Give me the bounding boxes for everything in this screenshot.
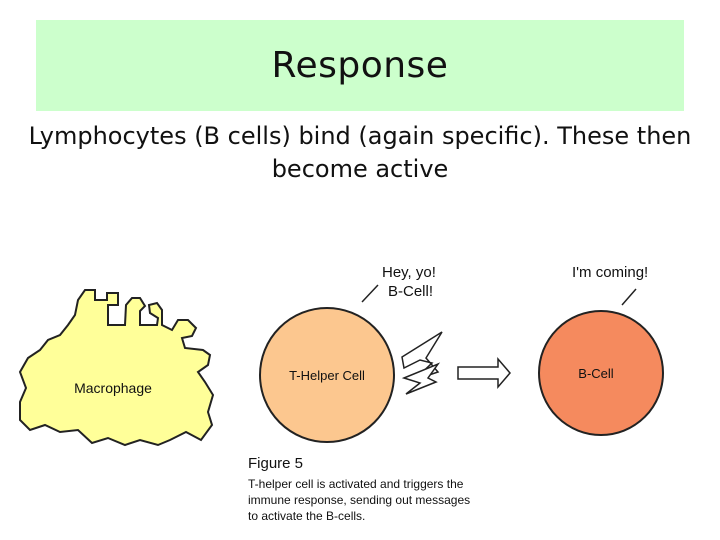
- b-cell-label: B-Cell: [578, 366, 614, 381]
- t-helper-speech-line-2: B-Cell!: [388, 283, 433, 300]
- t-helper-speech-line-1: Hey, yo!: [382, 264, 436, 281]
- figure-description-line: T-helper cell is activated and triggers …: [248, 477, 464, 491]
- t-helper-cell: [259, 307, 395, 443]
- figure-description-line: immune response, sending out messages: [248, 493, 471, 507]
- figure-description-line: to activate the B-cells.: [248, 509, 366, 523]
- right-arrow-icon: [457, 356, 511, 390]
- b-cell-speech: I'm coming!: [572, 264, 648, 281]
- slide-subtitle: Lymphocytes (B cells) bind (again specif…: [28, 122, 692, 183]
- t-helper-label: T-Helper Cell: [289, 368, 365, 383]
- slide-title: Response: [271, 45, 449, 86]
- t-helper-speech-pointer: [361, 284, 379, 303]
- title-banner: Response: [36, 20, 684, 111]
- signal-bolt-icon-lower: [401, 362, 441, 395]
- macrophage-label: Macrophage: [74, 380, 152, 396]
- figure-caption: Figure 5 T-helper cell is activated and …: [248, 454, 528, 524]
- b-cell-speech-pointer: [621, 288, 637, 306]
- b-cell: [538, 310, 664, 436]
- figure-title: Figure 5: [248, 455, 304, 472]
- macrophage-shape: [18, 289, 215, 447]
- figure-description: T-helper cell is activated and triggers …: [248, 476, 528, 524]
